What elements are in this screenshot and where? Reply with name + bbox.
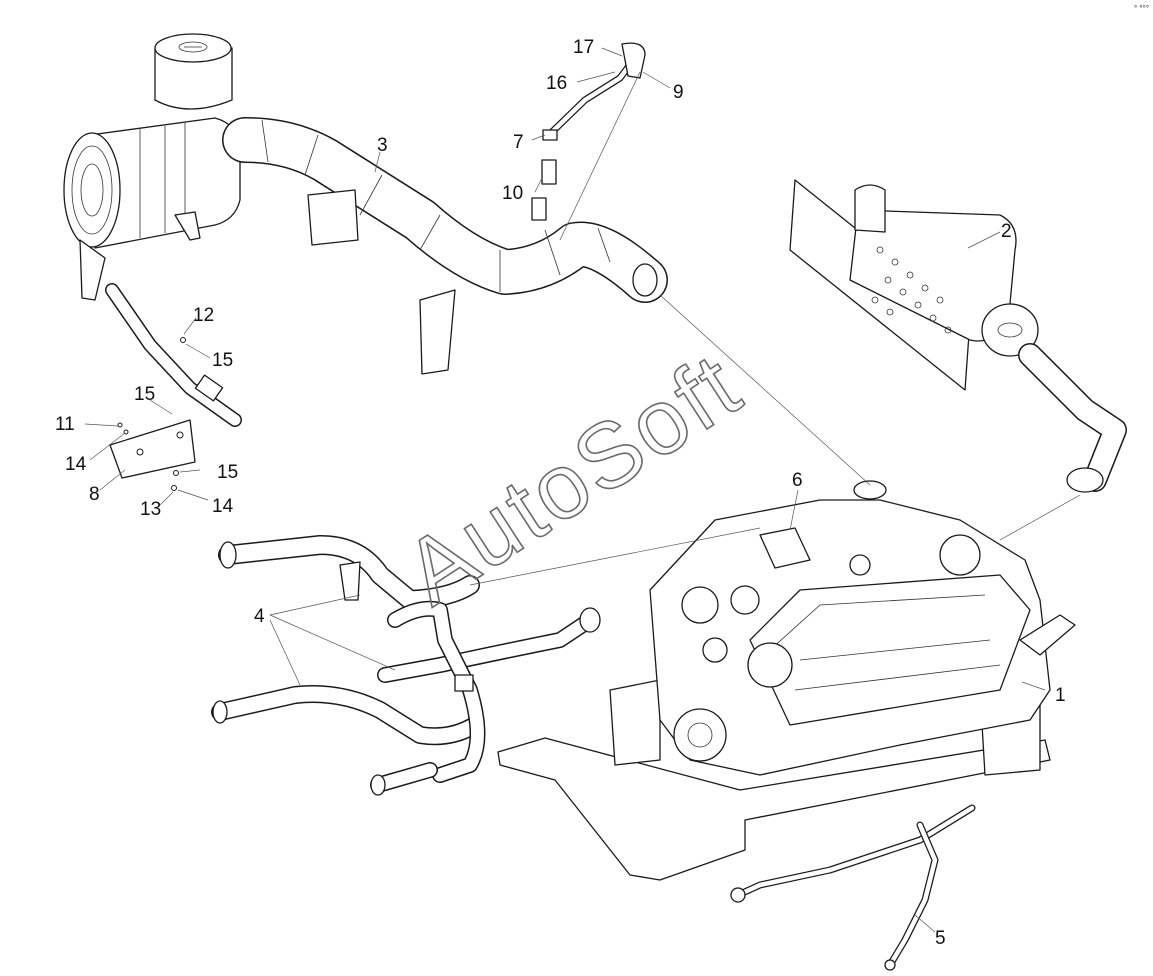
callout-10: 10 bbox=[502, 183, 523, 204]
callout-8: 8 bbox=[89, 484, 100, 505]
callout-2: 2 bbox=[1001, 221, 1012, 242]
air-filter-assembly bbox=[63, 33, 242, 427]
callout-15c: 15 bbox=[217, 462, 238, 483]
leader-lines bbox=[84, 47, 1081, 933]
coolant-pipes bbox=[211, 535, 601, 796]
callout-14a: 14 bbox=[65, 454, 87, 475]
muffler-assembly bbox=[789, 179, 1127, 493]
cable-harness bbox=[730, 804, 976, 971]
callout-5: 5 bbox=[935, 928, 946, 949]
callout-9: 9 bbox=[673, 82, 684, 103]
callout-4: 4 bbox=[254, 606, 265, 627]
callout-1: 1 bbox=[1055, 685, 1066, 706]
engine-assembly bbox=[497, 480, 1076, 881]
callout-17: 17 bbox=[573, 37, 594, 58]
callout-3: 3 bbox=[377, 135, 388, 156]
corner-mark: ° °°° bbox=[1134, 4, 1149, 13]
callout-labels: 1 2 3 4 5 6 7 8 9 10 11 12 13 14 14 15 1… bbox=[55, 37, 1066, 949]
callout-15a: 15 bbox=[212, 350, 233, 371]
callout-11: 11 bbox=[55, 414, 75, 435]
callout-12: 12 bbox=[193, 305, 214, 326]
callout-7: 7 bbox=[513, 132, 524, 153]
callout-6: 6 bbox=[792, 470, 803, 491]
mounting-plate bbox=[109, 337, 196, 491]
callout-14b: 14 bbox=[212, 496, 234, 517]
callout-13: 13 bbox=[140, 499, 161, 520]
callout-15b: 15 bbox=[134, 384, 155, 405]
intake-duct bbox=[222, 117, 668, 375]
callout-16: 16 bbox=[546, 73, 567, 94]
vent-hose bbox=[541, 42, 646, 185]
